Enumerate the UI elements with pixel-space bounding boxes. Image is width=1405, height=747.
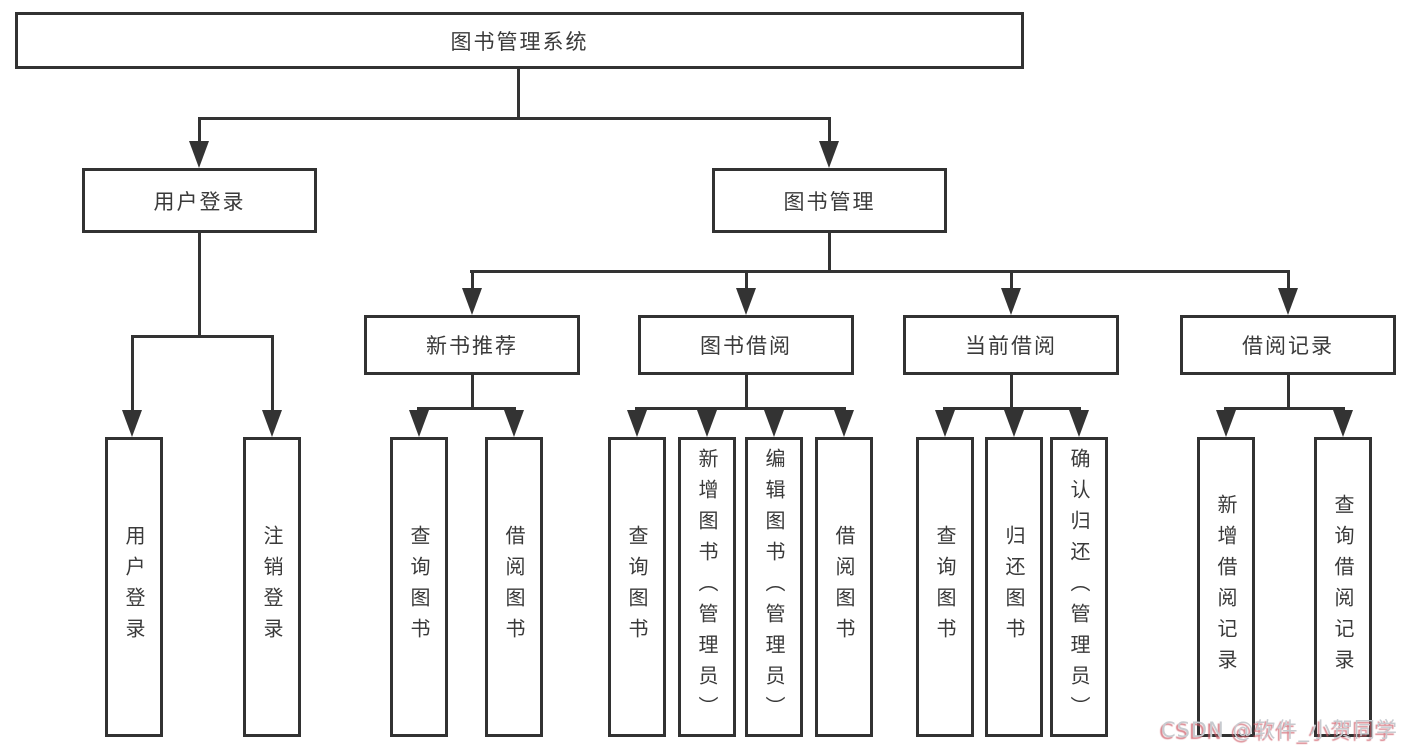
connector-line [471,373,474,410]
node-leaf-borrow-books-2: 借阅图书 [815,437,873,737]
node-leaf-query-books-1: 查询图书 [390,437,448,737]
node-book-management: 图书管理 [712,168,947,233]
node-label: 用户登录 [153,189,246,214]
connector-line [198,117,201,145]
connector-line [271,335,274,415]
connector-line [131,335,274,338]
node-label: 查询借阅记录 [1331,494,1355,680]
node-leaf-confirm-return-admin: 确认归还（管理员） [1050,437,1108,737]
connector-line [828,117,831,145]
arrow-down-icon [189,141,209,168]
connector-line [131,335,134,415]
node-leaf-query-borrow-record: 查询借阅记录 [1314,437,1372,737]
node-label: 新增借阅记录 [1214,494,1238,680]
arrow-down-icon [1333,410,1353,437]
connector-line [745,270,748,292]
node-label: 借阅图书 [832,525,856,649]
node-borrow-records: 借阅记录 [1180,315,1396,375]
node-leaf-query-books-3: 查询图书 [916,437,974,737]
node-leaf-edit-books-admin: 编辑图书（管理员） [745,437,803,737]
node-leaf-logout: 注销登录 [243,437,301,737]
connector-line [1287,270,1290,292]
arrow-down-icon [819,141,839,168]
node-label: 查询图书 [625,525,649,649]
node-current-borrow: 当前借阅 [903,315,1119,375]
node-leaf-add-borrow-record: 新增借阅记录 [1197,437,1255,737]
node-label: 当前借阅 [965,334,1057,358]
node-label: 查询图书 [933,525,957,649]
connector-line [828,231,831,273]
node-user-login: 用户登录 [82,168,317,233]
csdn-watermark: CSDN @软件_小贺同学 [1160,718,1398,742]
arrow-down-icon [697,410,717,437]
arrow-down-icon [1278,288,1298,315]
node-label: 借阅记录 [1242,334,1334,358]
node-label: 新增图书（管理员） [695,447,719,727]
connector-line [943,407,1081,410]
node-leaf-return-books: 归还图书 [985,437,1043,737]
node-label: 新书推荐 [426,334,518,358]
arrow-down-icon [462,288,482,315]
arrow-down-icon [504,410,524,437]
node-label: 归还图书 [1002,525,1026,649]
connector-line [198,231,201,337]
arrow-down-icon [736,288,756,315]
connector-line [635,407,846,410]
node-leaf-user-login: 用户登录 [105,437,163,737]
node-leaf-add-books-admin: 新增图书（管理员） [678,437,736,737]
node-label: 注销登录 [260,525,284,649]
arrow-down-icon [1216,410,1236,437]
node-root-label: 图书管理系统 [450,29,589,54]
arrow-down-icon [122,410,142,437]
node-label: 用户登录 [122,525,146,649]
connector-line [1010,373,1013,410]
node-new-book-recommend: 新书推荐 [364,315,580,375]
arrow-down-icon [1001,288,1021,315]
arrow-down-icon [1004,410,1024,437]
connector-line [1287,373,1290,410]
node-label: 借阅图书 [502,525,526,649]
arrow-down-icon [764,410,784,437]
node-label: 图书借阅 [700,334,792,358]
connector-line [1010,270,1013,292]
connector-line [417,407,516,410]
connector-line [470,270,1290,273]
node-label: 查询图书 [407,525,431,649]
connector-line [198,117,831,120]
node-label: 图书管理 [783,189,876,214]
arrow-down-icon [834,410,854,437]
node-leaf-query-books-2: 查询图书 [608,437,666,737]
arrow-down-icon [262,410,282,437]
connector-line [1224,407,1345,410]
arrow-down-icon [935,410,955,437]
arrow-down-icon [1069,410,1089,437]
node-leaf-borrow-books-1: 借阅图书 [485,437,543,737]
connector-line [471,270,474,292]
node-label: 确认归还（管理员） [1067,447,1091,727]
node-root: 图书管理系统 [15,12,1024,69]
connector-line [517,67,520,119]
node-label: 编辑图书（管理员） [762,447,786,727]
connector-line [745,373,748,410]
arrow-down-icon [409,410,429,437]
node-book-borrow: 图书借阅 [638,315,854,375]
arrow-down-icon [627,410,647,437]
